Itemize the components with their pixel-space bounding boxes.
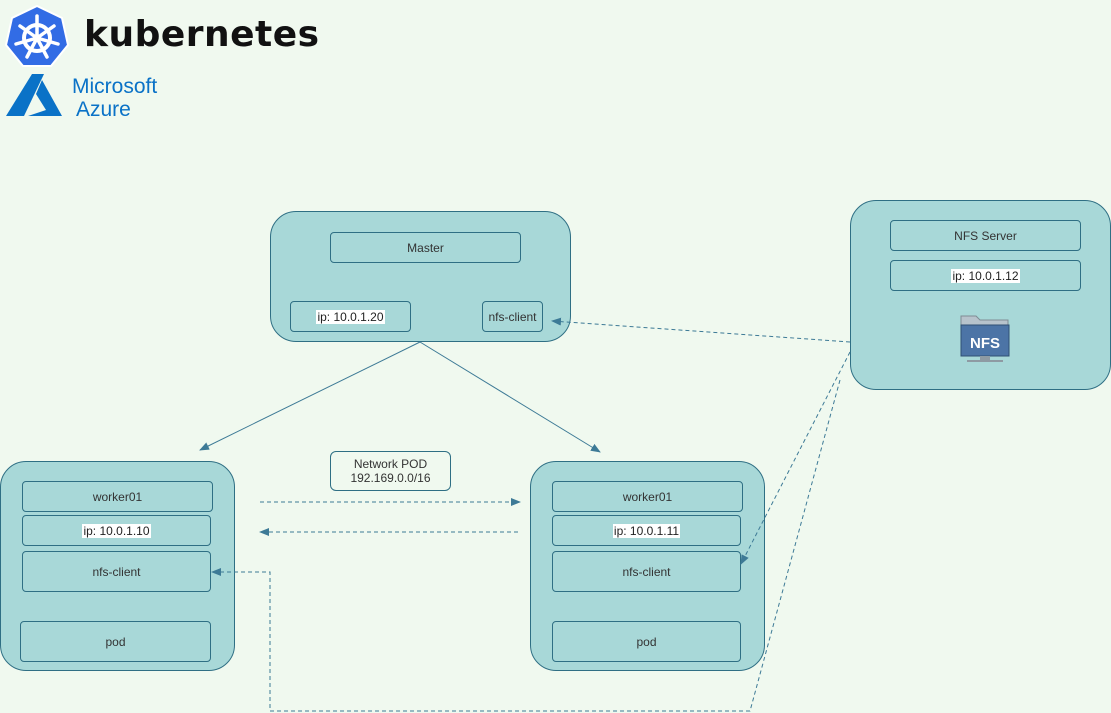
worker-right-ip: ip: 10.0.1.11 [552,515,741,546]
worker-right-ip-value: ip: 10.0.1.11 [612,523,681,538]
worker-left-pod: pod [20,621,211,662]
network-pod-cidr: 192.169.0.0/16 [350,471,431,485]
worker-left-title: worker01 [22,481,213,512]
worker-right-nfs-client: nfs-client [552,551,741,592]
kubernetes-wordmark: kubernetes [84,14,320,55]
master-title: Master [330,232,521,263]
azure-icon [6,74,62,116]
worker-right-pod: pod [552,621,741,662]
nfs-server-ip-value: ip: 10.0.1.12 [951,268,1020,283]
nfs-to-worker-right-arrow [740,351,851,565]
worker-left-nfs-client: nfs-client [22,551,211,592]
kubernetes-helm-icon [4,4,70,67]
azure-wordmark-line1: Microsoft [72,75,158,98]
master-to-worker-right-arrow [419,341,601,453]
nfs-to-master-arrow [551,317,851,343]
master-nfs-client: nfs-client [482,301,543,332]
nfs-server-title: NFS Server [890,220,1081,251]
nfs-to-worker-left-arrow [211,379,841,712]
master-ip: ip: 10.0.1.20 [290,301,411,332]
azure-logo: Microsoft Azure [6,72,186,122]
nfs-server-ip: ip: 10.0.1.12 [890,260,1081,291]
worker-left-ip-value: ip: 10.0.1.10 [82,523,151,538]
worker-right-title: worker01 [552,481,743,512]
network-pod-label: Network POD 192.169.0.0/16 [330,451,451,491]
master-to-worker-left-arrow [199,341,421,451]
azure-wordmark-line2: Azure [76,98,131,121]
worker-left-ip: ip: 10.0.1.10 [22,515,211,546]
network-pod-title: Network POD [353,457,428,471]
nfs-folder-icon: NFS [960,315,1010,362]
master-ip-value: ip: 10.0.1.20 [316,309,385,324]
kubernetes-logo: kubernetes [4,4,319,68]
nfs-icon-label: NFS [970,335,1000,352]
